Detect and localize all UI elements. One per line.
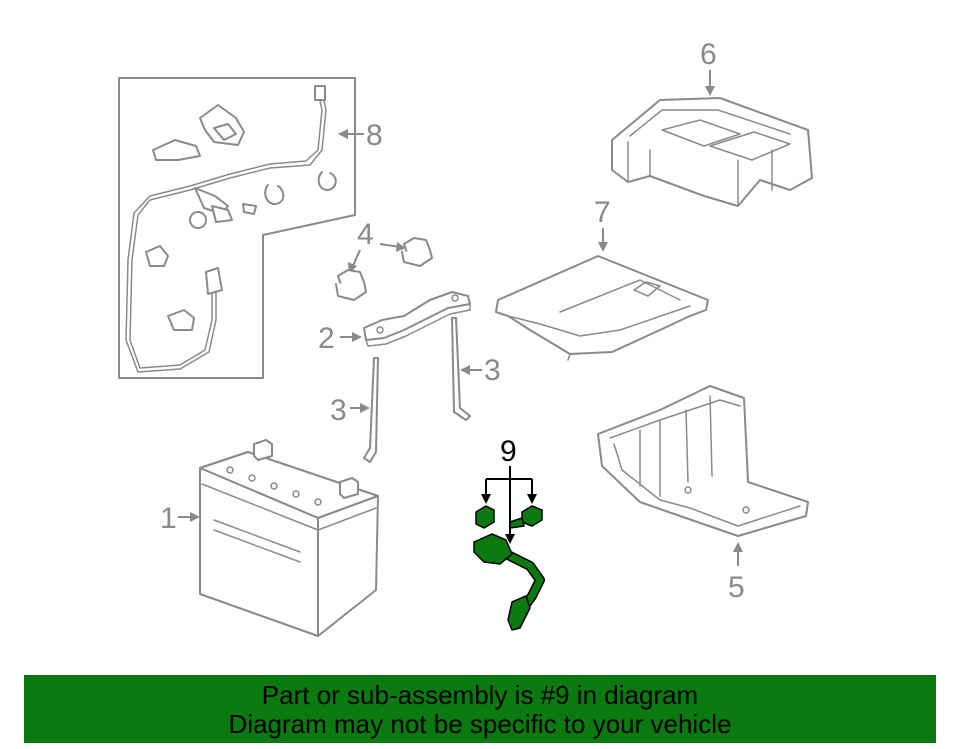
callout-9-leader bbox=[481, 466, 537, 544]
notice-banner: Part or sub-assembly is #9 in diagram Di… bbox=[24, 675, 936, 743]
part-4-nut-b[interactable] bbox=[401, 237, 433, 267]
parts-diagram: 8 4 2 3 3 1 bbox=[118, 38, 813, 637]
part-3-jbolt-right[interactable] bbox=[451, 317, 471, 421]
part-9-ground-cable[interactable] bbox=[473, 505, 545, 631]
notice-line-2: Diagram may not be specific to your vehi… bbox=[228, 709, 732, 739]
callout-8: 8 bbox=[366, 119, 383, 152]
callout-3-left: 3 bbox=[330, 394, 347, 427]
part-4-nut-a[interactable] bbox=[335, 269, 367, 301]
part-8-harness-group[interactable] bbox=[118, 77, 356, 379]
callout-1: 1 bbox=[160, 502, 177, 535]
part-7-tray-cover[interactable] bbox=[495, 255, 709, 361]
part-3-jbolt-left[interactable] bbox=[363, 357, 379, 463]
part-9-nut[interactable] bbox=[475, 505, 495, 529]
callout-5: 5 bbox=[728, 571, 745, 604]
callout-4: 4 bbox=[357, 218, 374, 251]
callout-2: 2 bbox=[318, 322, 335, 355]
part-9-bolt[interactable] bbox=[509, 505, 543, 529]
callout-9: 9 bbox=[500, 435, 517, 468]
callout-3-right: 3 bbox=[484, 354, 501, 387]
part-6-cover[interactable] bbox=[611, 97, 813, 207]
part-5-tray[interactable] bbox=[597, 385, 809, 537]
part-2-bracket[interactable] bbox=[363, 291, 471, 347]
callout-6: 6 bbox=[700, 38, 717, 71]
notice-line-1: Part or sub-assembly is #9 in diagram bbox=[261, 680, 699, 710]
part-1-battery[interactable] bbox=[199, 439, 379, 637]
callout-7: 7 bbox=[594, 196, 611, 229]
